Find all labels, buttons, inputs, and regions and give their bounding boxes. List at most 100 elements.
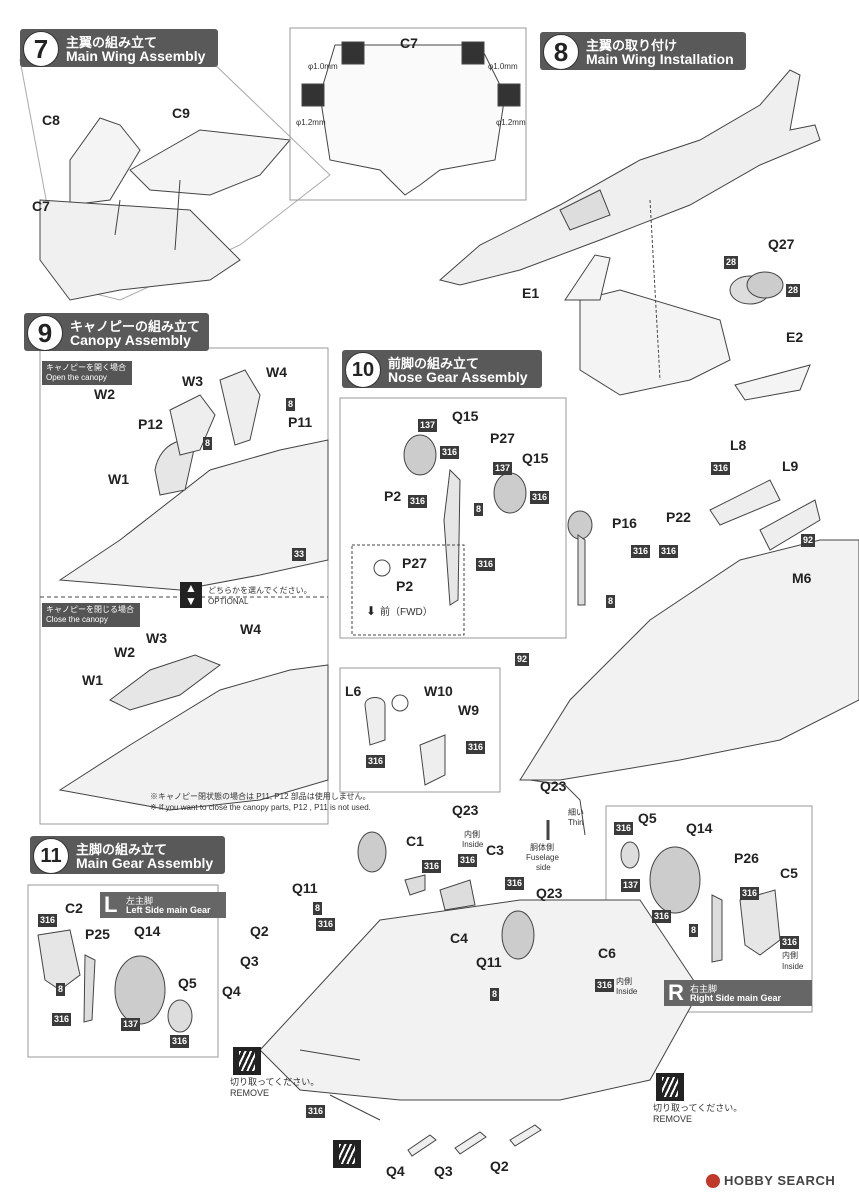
part-label-p25: P25 — [85, 926, 110, 942]
paint-number: 316 — [170, 1035, 190, 1048]
inside-en: Inside — [462, 840, 484, 849]
fuselage-en2: side — [536, 863, 551, 872]
thin-en: Thin — [568, 818, 584, 827]
step-title-en: Main Wing Installation — [586, 51, 734, 67]
right-gear-tag: R 右主脚 Right Side main Gear — [664, 980, 812, 1006]
brand-text: HOBBY SEARCH — [724, 1173, 836, 1188]
inside-jp: 内側 — [782, 951, 798, 960]
side-letter: R — [668, 980, 684, 1005]
paint-number: 316 — [711, 462, 731, 475]
paint-number: 137 — [418, 419, 438, 432]
paint-number: 8 — [474, 503, 484, 516]
remove-jp: 切り取ってください。 — [230, 1077, 320, 1087]
paint-number: 316 — [614, 822, 634, 835]
close-canopy-en: Close the canopy — [46, 615, 108, 624]
part-label-e1: E1 — [522, 285, 540, 301]
paint-number: 316 — [740, 887, 760, 900]
step-title-jp: 主脚の組み立て — [76, 842, 168, 857]
step-10-header: 10 前脚の組み立て Nose Gear Assembly — [342, 350, 542, 388]
part-label-p22: P22 — [666, 509, 691, 525]
part-label-w1: W1 — [108, 471, 129, 487]
part-label-c1: C1 — [406, 833, 424, 849]
paint-number: 316 — [458, 854, 478, 867]
paint-number: 316 — [631, 545, 651, 558]
open-canopy-en: Open the canopy — [46, 373, 107, 382]
part-label-w4: W4 — [240, 621, 261, 637]
part-label-q3: Q3 — [434, 1163, 453, 1179]
open-canopy-jp: キャノピーを開く場合 — [46, 363, 126, 372]
part-label-c6: C6 — [598, 945, 616, 961]
step-title-jp: 主翼の取り付け — [586, 38, 678, 53]
arrow-down-icon: ⬇ — [366, 604, 377, 618]
part-label-w9: W9 — [458, 702, 479, 718]
side-jp: 左主脚 — [126, 896, 154, 906]
part-label-w10: W10 — [424, 683, 453, 699]
part-label-c7: C7 — [32, 198, 50, 214]
optional-en: OPTIONAL — [208, 597, 249, 606]
part-label-q4: Q4 — [222, 983, 241, 999]
remove-icon — [333, 1140, 361, 1168]
part-label-q5: Q5 — [638, 810, 657, 826]
remove-icon — [233, 1047, 261, 1075]
paint-number: 316 — [306, 1105, 326, 1118]
paint-number: 316 — [476, 558, 496, 571]
part-label-c3: C3 — [486, 842, 504, 858]
remove-icon — [656, 1073, 684, 1101]
paint-number: 316 — [659, 545, 679, 558]
part-label-q3: Q3 — [240, 953, 259, 969]
part-label-w3: W3 — [146, 630, 167, 646]
close-canopy-jp: キャノピーを閉じる場合 — [46, 605, 134, 614]
part-label-q23: Q23 — [540, 778, 567, 794]
paint-number: 8 — [56, 983, 66, 996]
part-label-q11: Q11 — [292, 880, 318, 896]
part-label-p27: P27 — [490, 430, 515, 446]
part-label-p16: P16 — [612, 515, 637, 531]
remove-en: REMOVE — [653, 1114, 693, 1124]
part-label-c8: C8 — [42, 112, 60, 128]
paint-number: 28 — [724, 256, 739, 269]
optional-arrow-icon: ▲▼ — [180, 582, 202, 608]
part-label-q2: Q2 — [490, 1158, 509, 1174]
side-en: Left Side main Gear — [126, 905, 211, 915]
left-gear-tag: L 左主脚 Left Side main Gear — [100, 892, 226, 918]
paint-number: 8 — [313, 902, 323, 915]
paint-number: 316 — [466, 741, 486, 754]
paint-number: 8 — [203, 437, 213, 450]
part-label-l8: L8 — [730, 437, 747, 453]
part-label-p27: P27 — [402, 555, 427, 571]
step-number: 7 — [23, 31, 59, 67]
hole-diameter: φ1.2mm — [296, 118, 326, 127]
paint-number: 316 — [408, 495, 428, 508]
step-number: 10 — [345, 352, 381, 388]
part-label-e2: E2 — [786, 329, 804, 345]
part-label-q5: Q5 — [178, 975, 197, 991]
paint-number: 316 — [316, 918, 336, 931]
part-label-c2: C2 — [65, 900, 83, 916]
step-title-en: Nose Gear Assembly — [388, 369, 528, 385]
part-label-p12: P12 — [138, 416, 163, 432]
hole-diameter: φ1.2mm — [496, 118, 526, 127]
part-label-q23: Q23 — [536, 885, 563, 901]
remove-en: REMOVE — [230, 1088, 270, 1098]
part-label-q15: Q15 — [522, 450, 549, 466]
part-label-w1: W1 — [82, 672, 103, 688]
side-en: Right Side main Gear — [690, 993, 782, 1003]
paint-number: 8 — [286, 398, 296, 411]
step-number: 11 — [33, 838, 69, 874]
step-9-header: 9 キャノピーの組み立て Canopy Assembly — [24, 313, 209, 351]
part-label-p11: P11 — [288, 414, 313, 430]
part-label-q15: Q15 — [452, 408, 479, 424]
part-label-c5: C5 — [780, 865, 798, 881]
part-label-q14: Q14 — [134, 923, 161, 939]
thin-jp: 細い — [568, 808, 584, 817]
part-label-m6: M6 — [792, 570, 812, 586]
part-label-p26: P26 — [734, 850, 759, 866]
part-label-q4: Q4 — [386, 1163, 405, 1179]
step-title-en: Main Gear Assembly — [76, 855, 214, 871]
fuselage-jp: 胴体側 — [530, 843, 554, 852]
part-label-w2: W2 — [94, 386, 115, 402]
step-7-header: 7 主翼の組み立て Main Wing Assembly — [20, 29, 218, 67]
inside-jp: 内側 — [616, 977, 632, 986]
part-label-q27: Q27 — [768, 236, 795, 252]
part-label-w2: W2 — [114, 644, 135, 660]
